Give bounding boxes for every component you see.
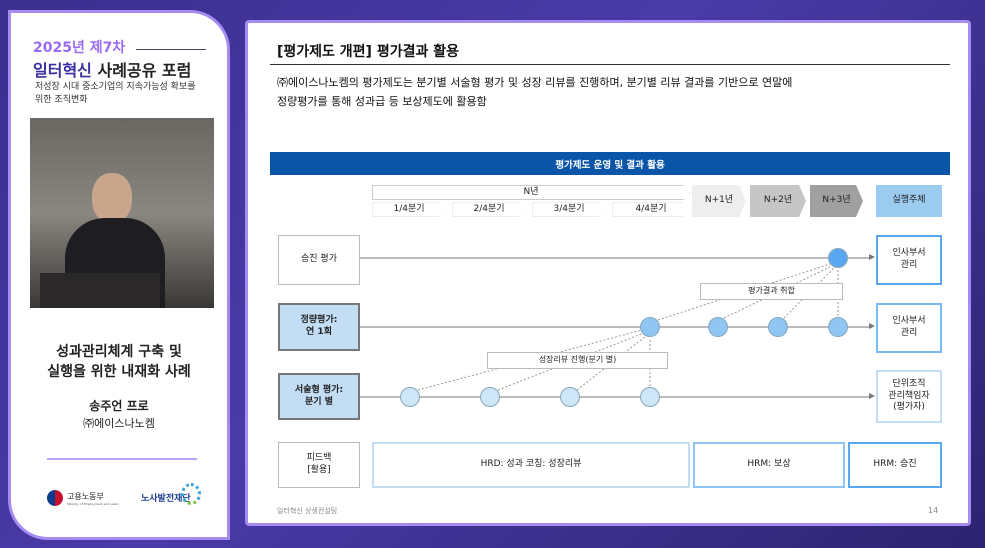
title-underline bbox=[270, 64, 950, 65]
growth-review-callout: 성장리뷰 진행(분기 별) bbox=[487, 352, 668, 369]
ministry-logo-icon bbox=[47, 490, 63, 506]
owner-line: 관리 bbox=[900, 260, 918, 270]
desc-node bbox=[640, 387, 660, 407]
quarter-label: 3/4분기 bbox=[533, 203, 605, 216]
timeline-year: N년 bbox=[372, 185, 690, 200]
slide-title: [평가제도 개편] 평가결과 활용 bbox=[277, 44, 459, 60]
page-number: 14 bbox=[928, 506, 939, 515]
slide-body: ㈜에이스나노켐의 평가제도는 분기별 서술형 평가 및 성장 리뷰를 진행하며,… bbox=[277, 73, 792, 112]
label-line: [활용] bbox=[307, 465, 331, 475]
desc-node bbox=[480, 387, 500, 407]
feedback-label: 피드백[활용] bbox=[278, 442, 360, 488]
owner-line: 관리책임자 bbox=[888, 390, 930, 401]
desc-node bbox=[560, 387, 580, 407]
label-line: 분기 별 bbox=[305, 396, 333, 407]
timeline-quarter: 4/4분기 bbox=[612, 202, 690, 217]
ministry-logo-text: 고용노동부 bbox=[67, 492, 104, 501]
timeline-quarter: 1/4분기 bbox=[372, 202, 446, 217]
speaker-head bbox=[92, 173, 132, 223]
divider bbox=[136, 49, 206, 50]
talk-title-line: 성과관리체계 구축 및 bbox=[56, 344, 182, 360]
subtitle-line: 저성장 시대 중소기업의 지속가능성 확보를 bbox=[35, 82, 196, 92]
body-line: 정량평가를 통해 성과급 등 보상제도에 활용함 bbox=[277, 95, 487, 109]
owner-line: 인사부서 bbox=[892, 316, 926, 327]
quant-line bbox=[360, 326, 872, 328]
desc-eval-label: 서술형 평가:분기 별 bbox=[278, 373, 360, 420]
timeline-n3: N+3년 bbox=[810, 185, 863, 217]
quant-node bbox=[640, 317, 660, 337]
label-line: 피드백 bbox=[306, 453, 332, 464]
slide-footer: 일터혁신 상생컨설팅 bbox=[277, 507, 338, 515]
feedback-hrm-promotion: HRM: 승진 bbox=[848, 442, 942, 488]
label-line: 서술형 평가: bbox=[294, 384, 344, 395]
quarter-label: 2/4분기 bbox=[453, 203, 525, 216]
quarter-label: 1/4분기 bbox=[373, 203, 445, 216]
label-line: 연 1회 bbox=[306, 327, 332, 337]
foundation-logo-icon bbox=[181, 483, 201, 505]
ministry-logo-en: Ministry of Employment and Labor bbox=[67, 502, 119, 506]
owner-line: (평가자) bbox=[893, 402, 925, 413]
feedback-hrm-reward: HRM: 보상 bbox=[693, 442, 845, 488]
timeline-quarter: 3/4분기 bbox=[532, 202, 606, 217]
forum-title-accent: 일터혁신 bbox=[33, 61, 92, 80]
desc-line bbox=[360, 396, 872, 398]
speaker-video bbox=[30, 118, 214, 308]
desc-node bbox=[400, 387, 420, 407]
promotion-line bbox=[360, 257, 872, 259]
owner-line: 단위조직 bbox=[892, 378, 926, 389]
diagram-banner: 평가제도 운영 및 결과 활용 bbox=[270, 152, 950, 175]
promotion-node bbox=[828, 248, 848, 268]
quant-node bbox=[708, 317, 728, 337]
label-line: 정량평가: bbox=[300, 315, 338, 326]
speaker-name: 송주언 프로 bbox=[89, 399, 149, 413]
forum-title: 일터혁신 사례공유 포럼 bbox=[33, 57, 191, 81]
talk-title-line: 실행을 위한 내재화 사례 bbox=[47, 363, 191, 380]
timeline-n1: N+1년 bbox=[692, 185, 746, 217]
quant-node bbox=[828, 317, 848, 337]
quant-node bbox=[768, 317, 788, 337]
owner-header: 실행주체 bbox=[876, 185, 942, 217]
forum-edition: 2025년 제7차 bbox=[33, 40, 126, 56]
presentation-slide bbox=[245, 20, 971, 526]
quant-eval-label: 정량평가:연 1회 bbox=[278, 303, 360, 351]
aggregate-callout: 평가결과 취합 bbox=[700, 283, 843, 300]
podium bbox=[40, 273, 160, 308]
body-line: ㈜에이스나노켐의 평가제도는 분기별 서술형 평가 및 성장 리뷰를 진행하며,… bbox=[277, 76, 793, 89]
foundation-logo-text: 노사발전재단 bbox=[141, 494, 191, 504]
owner-line: 관리 bbox=[900, 328, 918, 338]
owner-line: 인사부서 bbox=[892, 248, 926, 259]
promotion-eval-label: 승진 평가 bbox=[278, 235, 360, 285]
divider bbox=[47, 458, 197, 460]
timeline-n2: N+2년 bbox=[750, 185, 806, 217]
feedback-hrd: HRD: 성과 코칭: 성장리뷰 bbox=[372, 442, 690, 488]
quarter-label: 4/4분기 bbox=[613, 203, 689, 216]
subtitle-line: 위한 조직변화 bbox=[35, 94, 88, 105]
speaker-company: ㈜에이스나노켐 bbox=[83, 417, 155, 430]
timeline-quarter: 2/4분기 bbox=[452, 202, 526, 217]
forum-title-rest: 사례공유 포럼 bbox=[97, 61, 192, 80]
speaker-panel: 2025년 제7차 일터혁신 사례공유 포럼 저성장 시대 중소기업의 지속가능… bbox=[8, 10, 230, 540]
